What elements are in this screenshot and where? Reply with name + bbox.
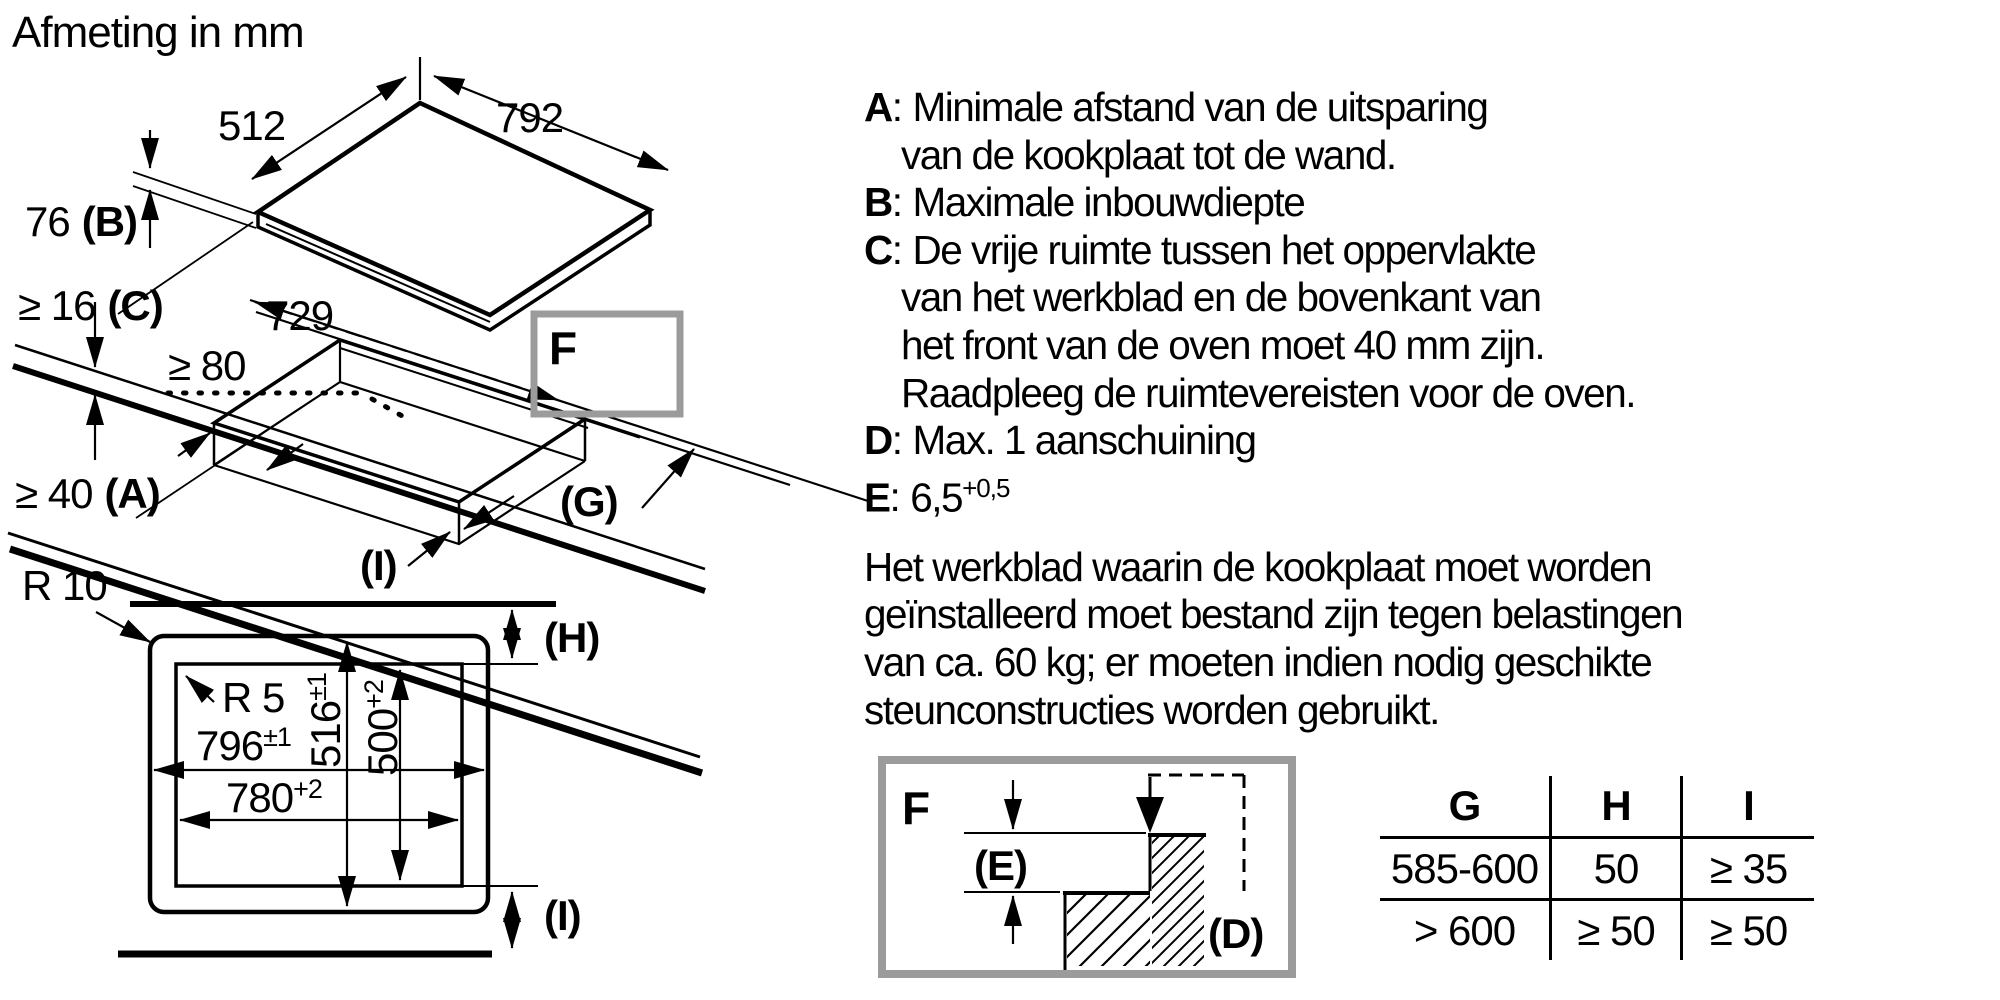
page-title: Afmeting in mm [12, 8, 305, 57]
table-row: > 600 ≥ 50 ≥ 50 [1380, 901, 1814, 960]
legend-key-e: E [864, 474, 891, 521]
label-i-iso-text: (I) [360, 542, 397, 589]
dim-512: 512 [218, 57, 422, 180]
table-header-g: G [1380, 776, 1552, 836]
f-callout-label: F [549, 322, 576, 374]
f-callout-box: F [530, 310, 684, 418]
table-header-row: G H I [1380, 776, 1814, 839]
legend-key-c: C [864, 226, 893, 273]
table-header-i: I [1743, 782, 1755, 829]
label-g-text: (G) [560, 478, 618, 525]
hatch-lower [1067, 895, 1150, 966]
dim-c: ≥ 16(C) [18, 221, 254, 460]
plan-view [95, 601, 556, 958]
plan-label-h: (H) [544, 614, 599, 661]
legend-key-b: B [864, 179, 893, 226]
dim-b-label: 76(B) [25, 198, 137, 245]
legend-key-d: D [864, 417, 893, 464]
hatch-upper [1152, 837, 1204, 966]
legend-item-b: B:Maximale inbouwdiepte [864, 179, 1306, 226]
plan-label-i: (I) [544, 892, 581, 939]
plan-outer-height: 516±1 [302, 673, 349, 768]
plan-radius-inner: R 5 [222, 674, 284, 721]
table-header-h: H [1552, 776, 1683, 836]
label-g: (G) [463, 448, 695, 530]
plan-inner-height: 500+2 [359, 680, 406, 776]
detail-f-box: F (E) (D) [878, 756, 1296, 978]
oven-front-lines [12, 343, 706, 594]
detail-e-label: (E) [974, 842, 1027, 889]
dim-729-label: 729 [266, 292, 333, 339]
oven-dashed-outline [1148, 773, 1246, 891]
table-row: 585-600 50 ≥ 35 [1380, 839, 1814, 901]
dim-a: ≥ 40(A) [15, 406, 304, 519]
label-i-iso: (I) [360, 531, 451, 589]
dim-80: ≥ 80 [165, 342, 407, 420]
plan-outer-width: 796±1 [196, 722, 291, 769]
legend-key-a: A [864, 84, 893, 130]
legend-item-a: A:Minimale afstand van de uitsparing van… [864, 84, 1489, 178]
detail-d-label: (D) [1208, 910, 1263, 957]
dim-a-label: ≥ 40(A) [15, 470, 160, 517]
plan-inner-width: 780+2 [226, 774, 322, 821]
dim-b: 76(B) [25, 130, 257, 248]
worktop-note: Het werkblad waarin de kookplaat moet wo… [864, 543, 1684, 733]
push-in-arrow [1136, 797, 1164, 833]
worktop-section-profile [1063, 833, 1206, 970]
dim-729: 729 [254, 292, 559, 402]
plan-radius-outer: R 10 [22, 562, 107, 609]
dim-80-label: ≥ 80 [168, 342, 245, 389]
legend: A:Minimale afstand van de uitsparing van… [864, 84, 1744, 734]
legend-item-e: E:6,5+0,5 [864, 472, 1010, 521]
dim-c-label: ≥ 16(C) [18, 282, 163, 329]
dim-792-label: 792 [496, 94, 563, 141]
dim-e [964, 780, 1146, 944]
dim-792: 792 [433, 74, 669, 172]
ghi-table: G H I 585-600 50 ≥ 35 > 600 ≥ 50 ≥ 50 [1380, 776, 1814, 960]
dim-512-label: 512 [218, 102, 285, 149]
legend-item-c: C:De vrije ruimte tussen het oppervlakte… [864, 226, 1637, 416]
detail-f-label: F [902, 782, 929, 834]
legend-item-d: D:Max. 1 aanschuining [864, 417, 1257, 464]
